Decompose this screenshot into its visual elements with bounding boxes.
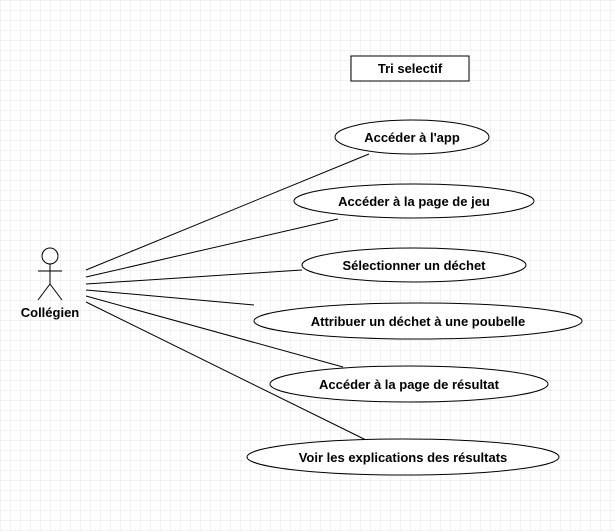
use-case-4[interactable]: Attribuer un déchet à une poubelle: [253, 302, 583, 340]
association-line-4[interactable]: [85, 289, 255, 306]
use-case-ellipse: [253, 302, 583, 340]
use-case-5[interactable]: Accéder à la page de résultat: [269, 365, 549, 403]
use-case-label: Accéder à la page de résultat: [319, 377, 500, 392]
use-case-2[interactable]: Accéder à la page de jeu: [293, 183, 535, 219]
association-line-2[interactable]: [85, 218, 339, 278]
association-line-1[interactable]: [85, 153, 370, 271]
association-line-6[interactable]: [85, 301, 367, 441]
use-case-ellipse: [334, 119, 490, 155]
association-line-3[interactable]: [85, 269, 303, 285]
actor-right-leg: [49, 283, 63, 301]
use-case-6[interactable]: Voir les explications des résultats: [246, 438, 560, 476]
association-line-5[interactable]: [85, 295, 344, 368]
actor-collegien[interactable]: Collégien: [21, 247, 80, 320]
use-case-label: Voir les explications des résultats: [299, 450, 508, 465]
use-case-ellipse: [301, 247, 527, 283]
actor-left-leg: [37, 283, 51, 301]
use-case-label: Accéder à la page de jeu: [338, 194, 490, 209]
associations: [85, 153, 370, 441]
use-case-label: Sélectionner un déchet: [342, 258, 486, 273]
use-case-label: Attribuer un déchet à une poubelle: [311, 314, 526, 329]
use-case-ellipse: [269, 365, 549, 403]
use-case-ellipse: [293, 183, 535, 219]
use-case-label: Accéder à l'app: [364, 130, 460, 145]
use-case-ellipse: [246, 438, 560, 476]
actor-name: Collégien: [21, 305, 80, 320]
system-title-box[interactable]: Tri selectif: [350, 55, 470, 82]
use-case-1[interactable]: Accéder à l'app: [334, 119, 490, 155]
use-case-3[interactable]: Sélectionner un déchet: [301, 247, 527, 283]
system-title-frame: [350, 55, 470, 82]
system-title: Tri selectif: [378, 61, 443, 76]
